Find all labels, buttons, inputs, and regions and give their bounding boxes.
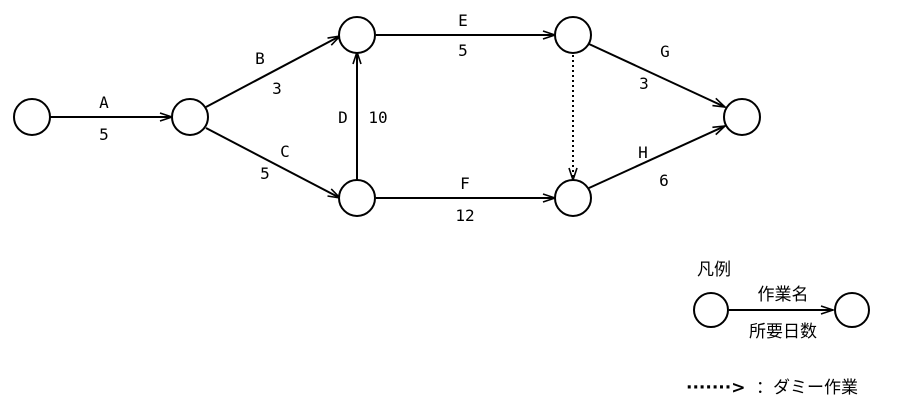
node-6 bbox=[554, 179, 592, 217]
label-A-name: A bbox=[99, 93, 109, 112]
edge-C bbox=[205, 127, 340, 198]
edge-H bbox=[588, 126, 725, 189]
legend-node-start bbox=[693, 292, 729, 328]
node-5 bbox=[554, 16, 592, 54]
label-C-name: C bbox=[280, 142, 290, 161]
legend-dummy-arrow: ·······> bbox=[686, 378, 745, 398]
label-H-name: H bbox=[638, 143, 648, 162]
node-4 bbox=[338, 179, 376, 217]
label-B-duration: 3 bbox=[272, 79, 282, 98]
legend-dummy-text: ：ダミー作業 bbox=[756, 378, 858, 398]
node-7 bbox=[723, 98, 761, 136]
legend-node-end bbox=[834, 292, 870, 328]
label-D-name: D bbox=[338, 108, 348, 127]
label-A-duration: 5 bbox=[99, 125, 109, 144]
edge-G bbox=[588, 43, 725, 107]
legend: 凡例 作業名 所要日数 ·······> ：ダミー作業 bbox=[686, 260, 870, 398]
label-G-duration: 3 bbox=[639, 74, 649, 93]
label-F-name: F bbox=[460, 174, 470, 193]
label-D-duration: 10 bbox=[368, 108, 387, 127]
node-1 bbox=[13, 98, 51, 136]
label-E-name: E bbox=[458, 11, 468, 30]
label-B-name: B bbox=[255, 49, 265, 68]
legend-duration: 所要日数 bbox=[749, 322, 817, 342]
node-2 bbox=[171, 98, 209, 136]
label-F-duration: 12 bbox=[455, 206, 474, 225]
node-3 bbox=[338, 16, 376, 54]
label-H-duration: 6 bbox=[659, 171, 669, 190]
legend-task-name: 作業名 bbox=[758, 285, 809, 305]
label-C-duration: 5 bbox=[260, 164, 270, 183]
legend-title: 凡例 bbox=[697, 260, 731, 280]
label-G-name: G bbox=[660, 42, 670, 61]
label-E-duration: 5 bbox=[458, 41, 468, 60]
edge-B bbox=[205, 36, 340, 108]
